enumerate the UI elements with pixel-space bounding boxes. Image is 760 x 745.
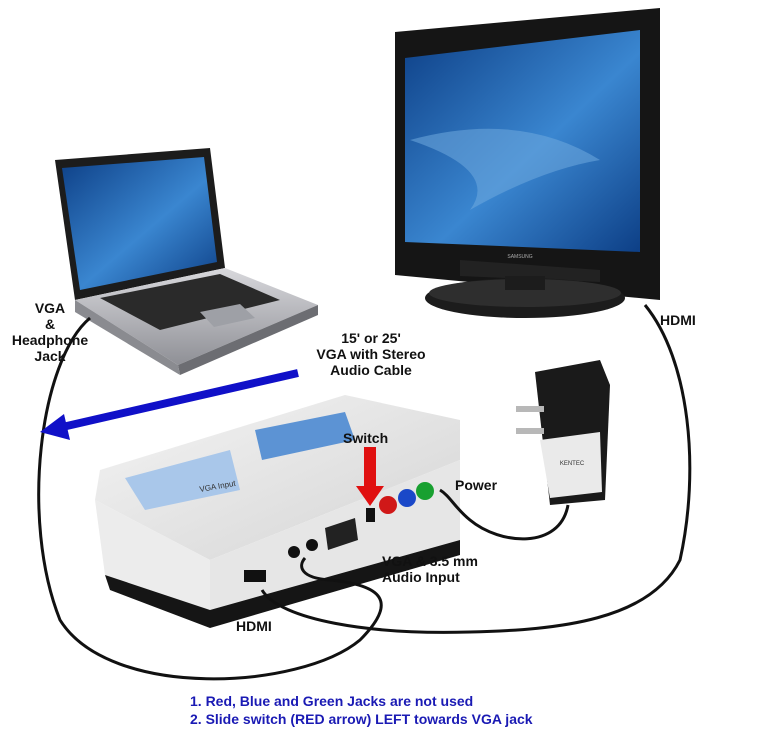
label-cable: 15' or 25' VGA with Stereo Audio Cable — [316, 330, 426, 378]
adapter-brand: KENTEC — [560, 461, 585, 467]
tv-brand: SAMSUNG — [507, 254, 532, 260]
label-tv-hdmi: HDMI — [660, 312, 696, 328]
label-audio-input: VGA & 3.5 mm Audio Input — [382, 553, 478, 585]
laptop — [55, 148, 318, 375]
label-box-hdmi: HDMI — [236, 618, 272, 634]
label-power: Power — [455, 477, 498, 493]
label-switch: Switch — [343, 430, 389, 446]
tv: SAMSUNG — [395, 8, 660, 318]
label-laptop-port: VGA & Headphone Jack — [11, 300, 89, 364]
note-1: 1. Red, Blue and Green Jacks are not use… — [190, 693, 474, 709]
converter-box: VGA Input — [95, 395, 460, 628]
power-adapter: KENTEC — [516, 360, 610, 505]
notes: 1. Red, Blue and Green Jacks are not use… — [190, 692, 533, 728]
direction-arrow — [40, 369, 299, 440]
note-2: 2. Slide switch (RED arrow) LEFT towards… — [190, 711, 533, 727]
cables — [37, 304, 692, 681]
switch-arrow — [356, 447, 384, 506]
